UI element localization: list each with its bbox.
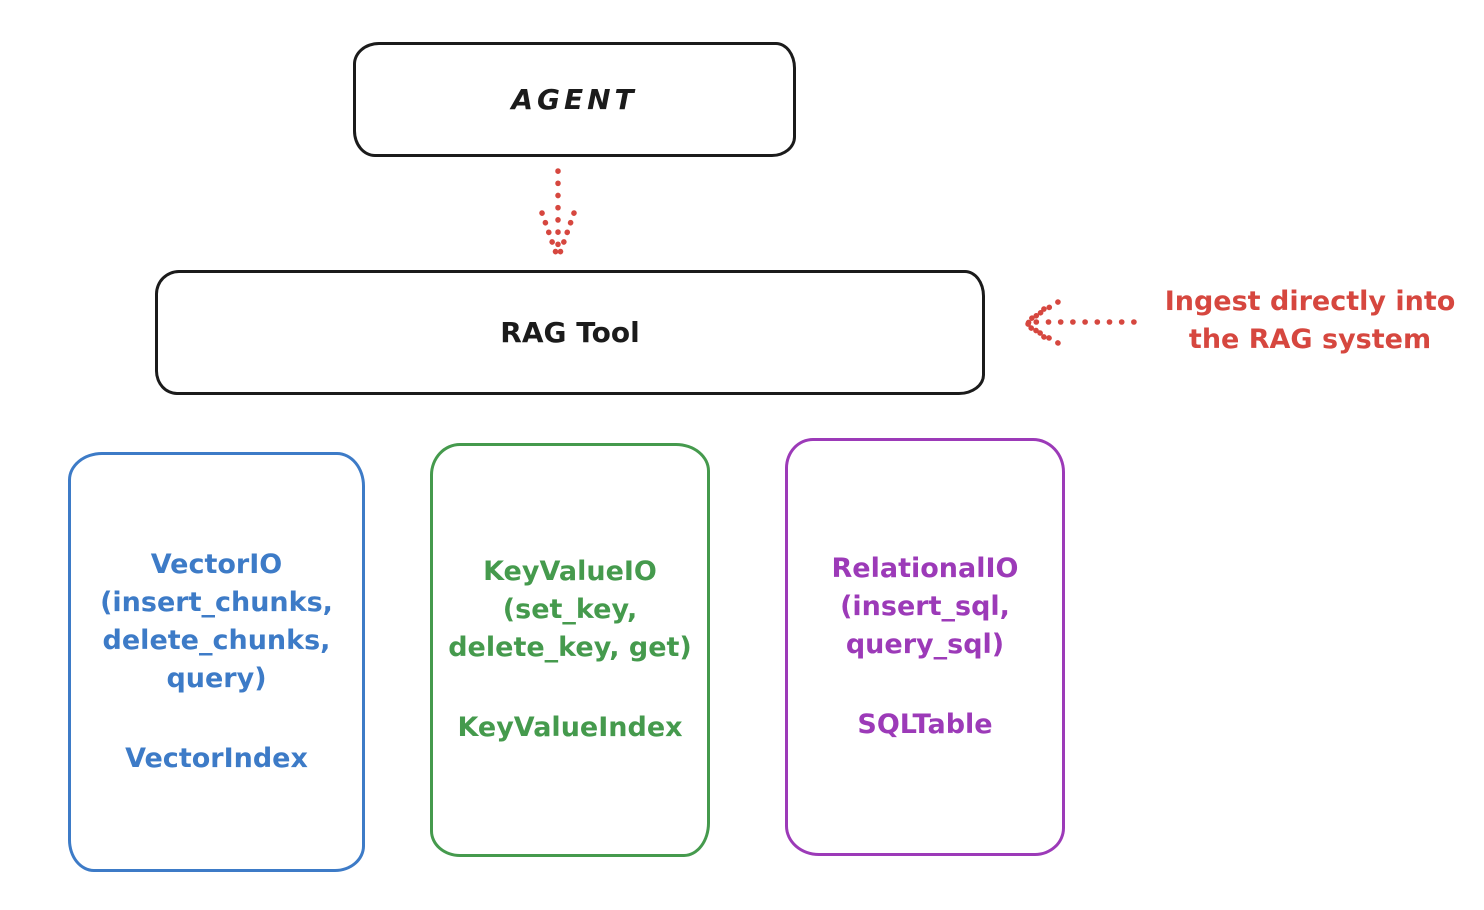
io-box-title: RelationalIO — [831, 553, 1019, 584]
io-box-line: delete_key, get) — [448, 632, 692, 663]
relational-io-node: RelationalIO (insert_sql, query_sql) SQL… — [785, 438, 1065, 856]
io-box-index-label: VectorIndex — [125, 743, 308, 774]
io-box-index-label: KeyValueIndex — [457, 712, 683, 743]
vector-io-node: VectorIO (insert_chunks, delete_chunks, … — [68, 452, 365, 872]
dotted-down-arrow-icon — [539, 168, 577, 257]
io-box-line: (set_key, — [502, 594, 638, 625]
io-box-title: KeyValueIO — [483, 556, 657, 587]
rag-tool-label: RAG Tool — [500, 316, 640, 349]
io-box-line: delete_chunks, — [102, 625, 331, 656]
rag-tool-node: RAG Tool — [155, 270, 985, 395]
io-box-line: (insert_chunks, — [100, 587, 333, 618]
io-box-index-label: SQLTable — [857, 709, 993, 740]
key-value-io-node: KeyValueIO (set_key, delete_key, get) Ke… — [430, 443, 710, 857]
io-box-title: VectorIO — [150, 549, 283, 580]
io-box-line: query) — [166, 663, 267, 694]
agent-label: AGENT — [511, 83, 638, 116]
ingest-annotation: Ingest directly into the RAG system — [1142, 283, 1478, 359]
io-box-line: query_sql) — [845, 629, 1005, 660]
dotted-left-arrow-icon — [1021, 299, 1137, 346]
ingest-annotation-line2: the RAG system — [1188, 324, 1432, 355]
io-box-line: (insert_sql, — [840, 591, 1010, 622]
agent-node: AGENT — [353, 42, 796, 157]
ingest-annotation-line1: Ingest directly into — [1164, 286, 1456, 317]
